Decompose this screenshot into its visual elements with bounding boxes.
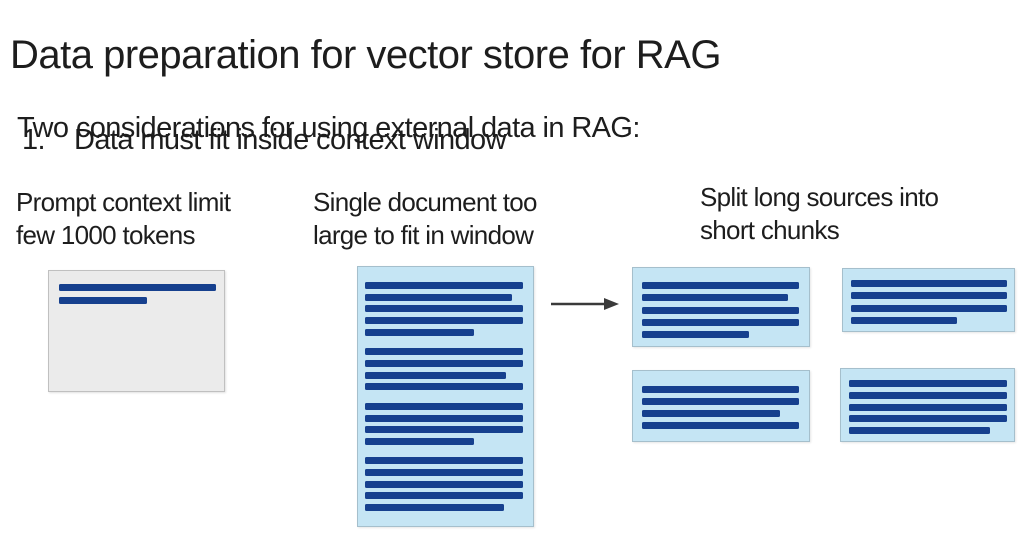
text-line [642,422,799,429]
text-line [365,402,523,410]
text-line [642,331,749,339]
text-line [849,415,1007,423]
label-line: large to fit in window [313,220,534,250]
text-line [365,371,506,379]
text-line [642,306,799,314]
text-line [365,469,523,477]
subtitle: Two considerations for using external da… [17,112,640,144]
chunk-box-4 [840,368,1015,442]
text-line [365,317,523,325]
label-split-chunks: Split long sources into short chunks [700,181,939,247]
paragraph [365,348,523,391]
text-line [365,328,475,336]
page-title: Data preparation for vector store for RA… [10,32,721,77]
text-line [851,316,958,324]
list-text: Data must fit inside context window [74,124,507,156]
text-line [851,280,1007,287]
text-line [849,380,1007,387]
large-document-box [357,266,534,527]
text-line [59,284,216,291]
text-line [365,457,523,465]
text-line [851,292,1007,300]
chunk-box-1 [632,267,810,347]
text-line [642,294,788,302]
arrow-right-icon [551,298,619,310]
list-number: 1. [22,124,46,156]
paragraph [365,282,523,336]
text-line [365,383,523,391]
label-prompt-context: Prompt context limit few 1000 tokens [16,186,231,252]
paragraph [365,402,523,445]
text-line [642,318,799,326]
label-line: short chunks [700,215,840,245]
text-line [851,304,1007,312]
consideration-list-item: 1. Data must fit inside context window [22,124,507,157]
text-line [365,348,523,356]
text-line [365,305,523,313]
label-line: Prompt context limit [16,187,231,217]
text-line [365,480,523,488]
text-line [849,427,990,435]
text-line [642,398,799,405]
text-line [365,504,505,512]
paragraph [365,457,523,512]
chunk-box-3 [842,268,1015,332]
text-line [849,391,1007,399]
text-line [642,410,781,417]
text-line [642,386,799,393]
text-line [365,414,523,422]
label-line: few 1000 tokens [16,220,196,250]
text-line [365,437,475,445]
label-line: Split long sources into [700,182,939,212]
text-line [365,293,512,301]
prompt-context-box [48,270,225,392]
text-line [365,492,523,500]
text-line [365,359,523,367]
text-line [849,403,1007,411]
text-line [59,297,147,304]
chunk-box-2 [632,370,810,442]
text-line [642,282,799,289]
label-line: Single document too [313,187,537,217]
text-line [365,426,523,434]
text-line [365,282,523,289]
label-single-document: Single document too large to fit in wind… [313,186,537,252]
